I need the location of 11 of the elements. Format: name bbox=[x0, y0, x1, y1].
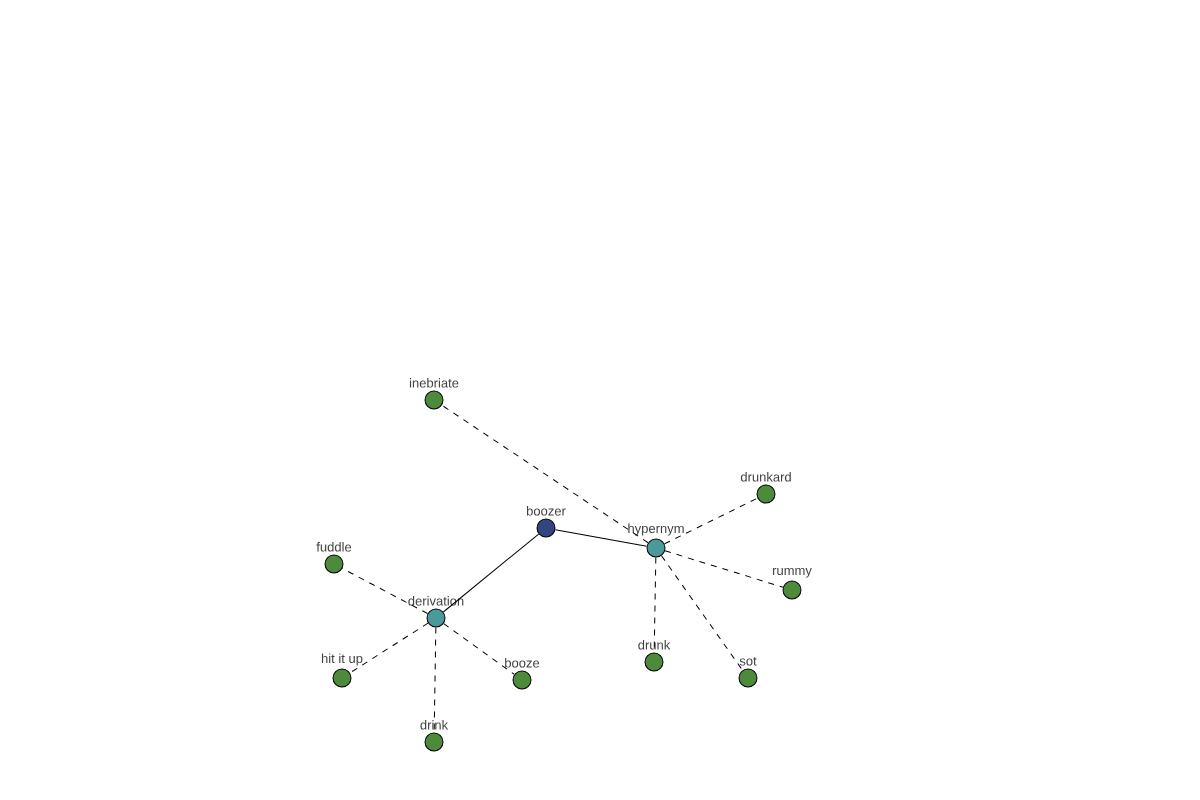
connector-line bbox=[664, 497, 758, 545]
connector-line bbox=[349, 622, 429, 674]
connector-line bbox=[443, 623, 515, 675]
connector-line bbox=[341, 567, 429, 615]
connector-line bbox=[554, 529, 648, 547]
connector-line bbox=[433, 627, 437, 733]
connector-line bbox=[441, 404, 649, 544]
connector-line bbox=[653, 557, 657, 653]
connector-line bbox=[661, 555, 743, 671]
connector-line bbox=[664, 550, 784, 588]
connector-line bbox=[442, 533, 540, 613]
